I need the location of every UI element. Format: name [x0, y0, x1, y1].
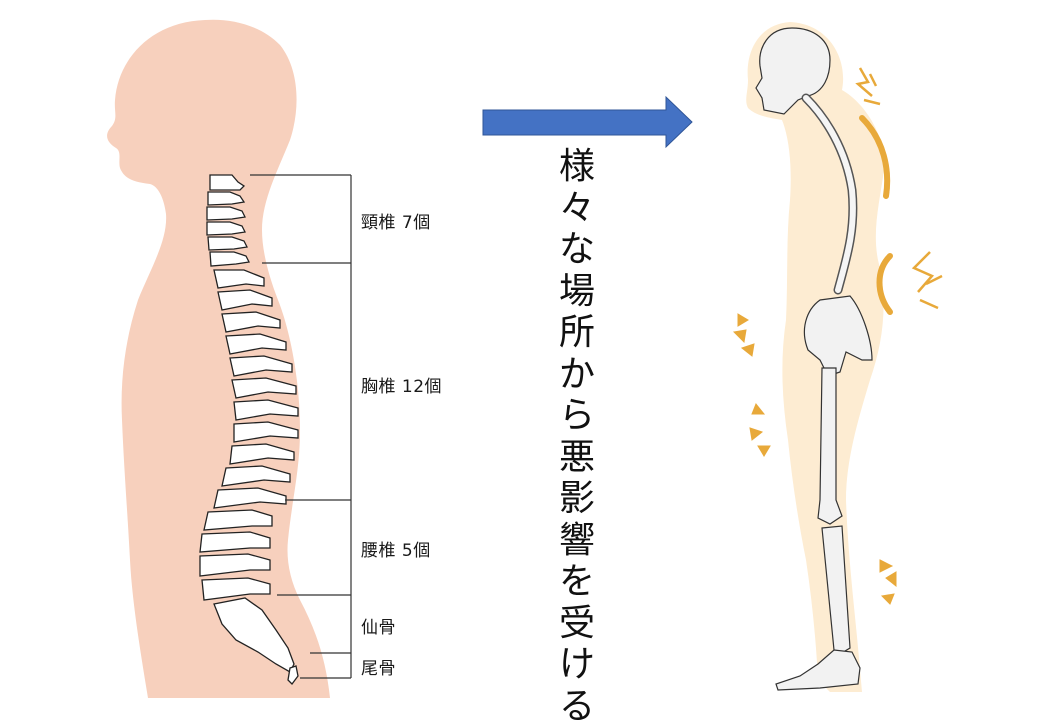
label-lumbar: 腰椎 5個	[361, 536, 431, 561]
caption-char: を	[552, 561, 602, 603]
vertical-caption: 様 々 な 場 所 か ら 悪 影 響 を 受 け る	[552, 146, 602, 727]
label-thoracic: 胸椎 12個	[361, 372, 442, 397]
caption-char: る	[552, 686, 602, 727]
caption-char: 場	[552, 271, 602, 313]
thigh-triangle-icon	[752, 404, 764, 414]
calf-triangle-icon	[880, 560, 892, 572]
caption-char: 影	[552, 478, 602, 520]
neck-spark-icon	[858, 68, 880, 104]
label-cervical: 頸椎 7個	[361, 208, 431, 233]
caption-char: 様	[552, 146, 602, 188]
right-arrow-icon	[483, 97, 692, 147]
posture-skeleton-illustration	[734, 22, 942, 692]
caption-char: な	[552, 229, 602, 271]
caption-char: け	[552, 644, 602, 686]
caption-char: 所	[552, 312, 602, 354]
caption-char: ら	[552, 395, 602, 437]
caption-char: 々	[552, 188, 602, 230]
waist-spark-icon	[914, 252, 942, 308]
label-sacrum: 仙骨	[361, 613, 396, 638]
caption-char: 受	[552, 603, 602, 645]
label-coccyx: 尾骨	[361, 654, 396, 679]
caption-char: 悪	[552, 437, 602, 479]
caption-char: か	[552, 354, 602, 396]
hip-triangle-icon	[738, 314, 748, 326]
caption-char: 響	[552, 520, 602, 562]
